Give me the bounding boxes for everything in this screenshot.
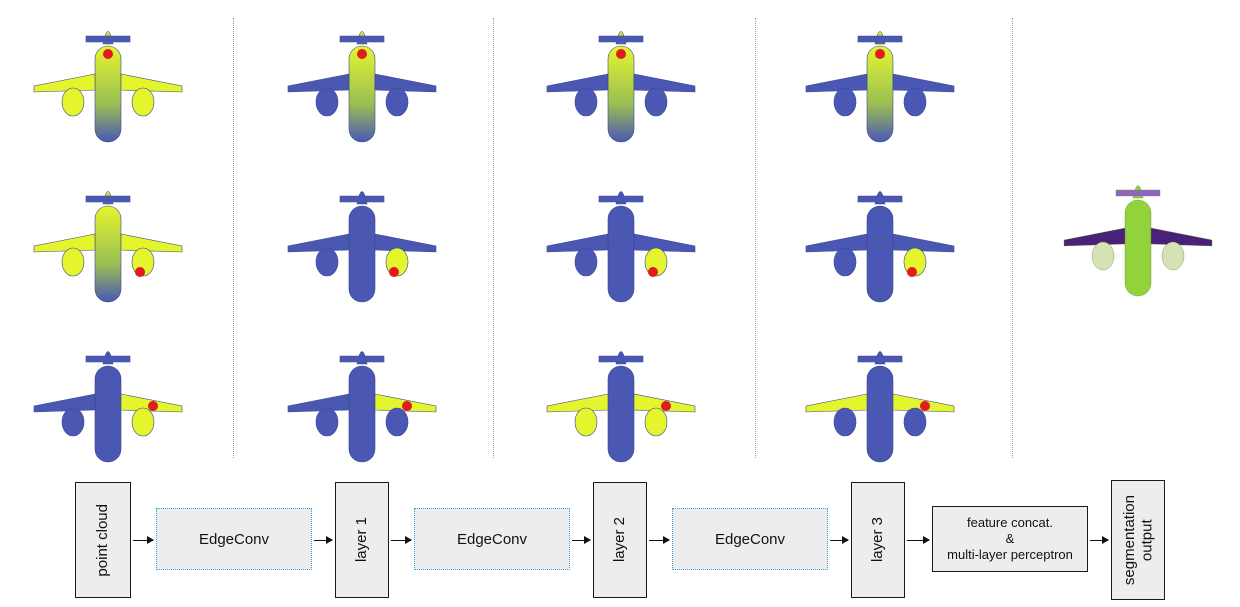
airplane-heatmap xyxy=(287,191,437,303)
arrow xyxy=(391,536,412,544)
query-point xyxy=(389,267,399,277)
query-point xyxy=(920,401,930,411)
arrow xyxy=(830,536,849,544)
query-point xyxy=(616,49,626,59)
column-divider xyxy=(493,18,494,458)
arrow xyxy=(1090,536,1109,544)
edgeconv-box-3: EdgeConv xyxy=(672,508,828,570)
edgeconv-label-1: EdgeConv xyxy=(198,530,270,548)
arrow xyxy=(907,536,930,544)
column-divider xyxy=(755,18,756,458)
segmentation-output-label: segmentation output xyxy=(1121,495,1156,585)
segmentation-result-airplane xyxy=(1063,185,1213,297)
column-divider xyxy=(233,18,234,458)
airplane-visualization xyxy=(33,31,1213,463)
ampersand-label: & xyxy=(1005,531,1015,546)
airplane-heatmap xyxy=(546,31,696,143)
query-point xyxy=(402,401,412,411)
point-cloud-box: point cloud xyxy=(75,482,131,598)
query-point xyxy=(135,267,145,277)
edgeconv-box-1: EdgeConv xyxy=(156,508,312,570)
airplane-heatmap xyxy=(33,351,183,463)
airplane-heatmap xyxy=(546,351,696,463)
layer-3-box: layer 3 xyxy=(851,482,905,598)
edgeconv-box-2: EdgeConv xyxy=(414,508,570,570)
airplane-heatmap xyxy=(805,191,955,303)
edgeconv-label-2: EdgeConv xyxy=(456,530,528,548)
segmentation-label: segmentation xyxy=(1120,494,1138,586)
segmentation-output-box: segmentation output xyxy=(1111,480,1165,600)
arrow xyxy=(572,536,591,544)
output-label: output xyxy=(1138,519,1155,561)
airplane-heatmap xyxy=(805,31,955,143)
query-point xyxy=(648,267,658,277)
query-point xyxy=(148,401,158,411)
arrow xyxy=(649,536,670,544)
feature-concat-label: feature concat. xyxy=(967,515,1053,530)
query-point xyxy=(103,49,113,59)
airplane-heatmap xyxy=(33,191,183,303)
feature-concat-mlp-box: feature concat. & multi-layer perceptron xyxy=(932,506,1088,572)
mlp-label: multi-layer perceptron xyxy=(947,547,1073,562)
query-point xyxy=(357,49,367,59)
layer-2-label: layer 2 xyxy=(611,517,629,563)
query-point xyxy=(875,49,885,59)
edgeconv-label-3: EdgeConv xyxy=(714,530,786,548)
query-point xyxy=(907,267,917,277)
point-cloud-label: point cloud xyxy=(94,503,112,577)
query-point xyxy=(661,401,671,411)
airplane-heatmap xyxy=(287,31,437,143)
column-divider xyxy=(1012,18,1013,458)
layer-1-box: layer 1 xyxy=(335,482,389,598)
layer-3-label: layer 3 xyxy=(869,517,887,563)
arrow xyxy=(133,536,154,544)
airplane-heatmap xyxy=(546,191,696,303)
airplane-heatmap xyxy=(805,351,955,463)
layer-2-box: layer 2 xyxy=(593,482,647,598)
layer-1-label: layer 1 xyxy=(353,517,371,563)
airplane-heatmap xyxy=(287,351,437,463)
arrow xyxy=(314,536,333,544)
airplane-heatmap xyxy=(33,31,183,143)
